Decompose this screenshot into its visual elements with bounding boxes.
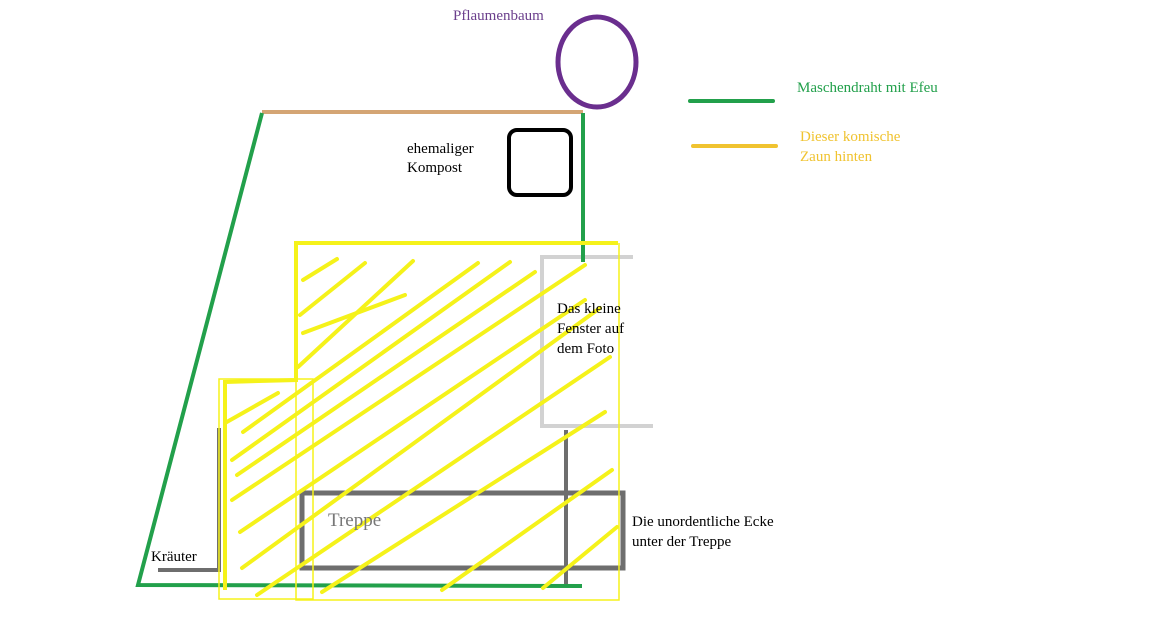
green-fence-left-bottom bbox=[135, 112, 583, 588]
hatch-stroke bbox=[541, 525, 619, 590]
hatch-stroke bbox=[223, 391, 280, 425]
compost-label-1: ehemaliger bbox=[407, 141, 474, 157]
compost-label-2: Kompost bbox=[407, 160, 463, 176]
stairs-outline bbox=[299, 490, 626, 571]
hatch-stroke bbox=[440, 468, 614, 592]
hatch-stroke bbox=[230, 263, 587, 502]
stairs-label: Treppe bbox=[328, 510, 382, 531]
compost-box bbox=[507, 128, 573, 197]
yellow-hatching bbox=[223, 257, 619, 597]
plum-tree-label: Pflaumenbaum bbox=[453, 8, 544, 24]
legend-yellow-label-2: Zaun hinten bbox=[800, 149, 873, 165]
plum-tree-circle bbox=[555, 14, 639, 110]
hatch-stroke bbox=[301, 257, 339, 282]
hatch-stroke bbox=[240, 306, 602, 570]
hatch-stroke bbox=[241, 261, 480, 434]
hatch-stroke bbox=[296, 259, 415, 369]
hatch-stroke bbox=[298, 261, 367, 317]
legend-green-label: Maschendraht mit Efeu bbox=[797, 80, 938, 96]
window-outline bbox=[540, 255, 653, 428]
legend-yellow-label-1: Dieser komische bbox=[800, 129, 901, 145]
yellow-area bbox=[218, 241, 620, 601]
corner-label-2: unter der Treppe bbox=[632, 534, 732, 550]
corner-label-1: Die unordentliche Ecke bbox=[632, 514, 774, 530]
hatch-stroke bbox=[320, 410, 607, 594]
hatch-stroke bbox=[230, 260, 512, 462]
hatch-stroke bbox=[235, 270, 537, 477]
window-label-3: dem Foto bbox=[557, 341, 615, 357]
window-label-2: Fenster auf bbox=[557, 321, 625, 337]
herbs-label: Kräuter bbox=[151, 549, 197, 565]
window-label-1: Das kleine bbox=[557, 301, 621, 317]
hatch-stroke bbox=[238, 298, 587, 534]
hatch-stroke bbox=[255, 355, 612, 597]
